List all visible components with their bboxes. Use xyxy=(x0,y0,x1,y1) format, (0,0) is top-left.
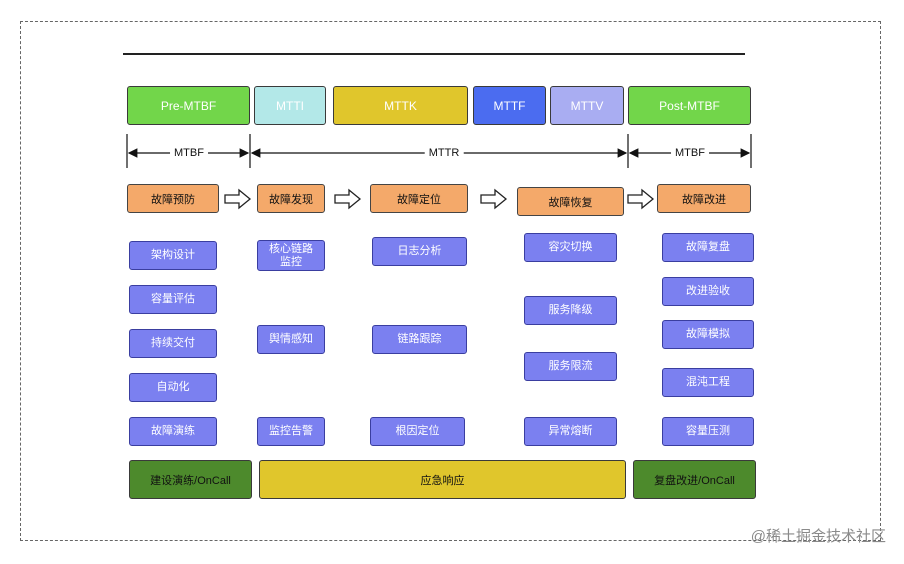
item-automation[interactable]: 自动化 xyxy=(129,373,217,402)
item-root-cause[interactable]: 根因定位 xyxy=(370,417,465,446)
item-service-degrade[interactable]: 服务降级 xyxy=(524,296,617,325)
bottom-review-improve-oncall: 复盘改进/OnCall xyxy=(633,460,756,499)
bottom-emergency-response: 应急响应 xyxy=(259,460,626,499)
item-capacity-assessment[interactable]: 容量评估 xyxy=(129,285,217,314)
item-fault-review[interactable]: 故障复盘 xyxy=(662,233,754,262)
phase-mttf: MTTF xyxy=(473,86,546,125)
item-log-analysis[interactable]: 日志分析 xyxy=(372,237,467,266)
stage-fault-prevention: 故障预防 xyxy=(127,184,219,213)
phase-mttv: MTTV xyxy=(550,86,624,125)
item-trace-tracking[interactable]: 链路跟踪 xyxy=(372,325,467,354)
item-monitoring-alert[interactable]: 监控告警 xyxy=(257,417,325,446)
span-label-mtbf-pre: MTBF xyxy=(170,147,208,159)
item-fault-drill[interactable]: 故障演练 xyxy=(129,417,217,446)
item-improvement-check[interactable]: 改进验收 xyxy=(662,277,754,306)
item-chaos-engineering[interactable]: 混沌工程 xyxy=(662,368,754,397)
item-fault-simulation[interactable]: 故障模拟 xyxy=(662,320,754,349)
stage-fault-improvement: 故障改进 xyxy=(657,184,751,213)
stage-fault-location: 故障定位 xyxy=(370,184,468,213)
phase-post-mtbf: Post-MTBF xyxy=(628,86,751,125)
bottom-build-drill-oncall: 建设演练/OnCall xyxy=(129,460,252,499)
item-sentiment-awareness[interactable]: 舆情感知 xyxy=(257,325,325,354)
stage-fault-discovery: 故障发现 xyxy=(257,184,325,213)
title-rule xyxy=(123,53,745,55)
item-continuous-delivery[interactable]: 持续交付 xyxy=(129,329,217,358)
item-rate-limit[interactable]: 服务限流 xyxy=(524,352,617,381)
item-disaster-switch[interactable]: 容灾切换 xyxy=(524,233,617,262)
watermark: @稀土掘金技术社区 xyxy=(750,528,886,545)
phase-pre-mtbf: Pre-MTBF xyxy=(127,86,250,125)
item-architecture-design[interactable]: 架构设计 xyxy=(129,241,217,270)
diagram-frame xyxy=(20,21,881,541)
item-circuit-breaker[interactable]: 异常熔断 xyxy=(524,417,617,446)
span-label-mtbf-post: MTBF xyxy=(671,147,709,159)
phase-mtti: MTTI xyxy=(254,86,326,125)
span-label-mttr: MTTR xyxy=(424,147,464,159)
stage-fault-recovery: 故障恢复 xyxy=(517,187,624,216)
phase-mttk: MTTK xyxy=(333,86,468,125)
item-core-link-monitoring[interactable]: 核心链路监控 xyxy=(257,240,325,271)
item-capacity-pressure-test[interactable]: 容量压测 xyxy=(662,417,754,446)
